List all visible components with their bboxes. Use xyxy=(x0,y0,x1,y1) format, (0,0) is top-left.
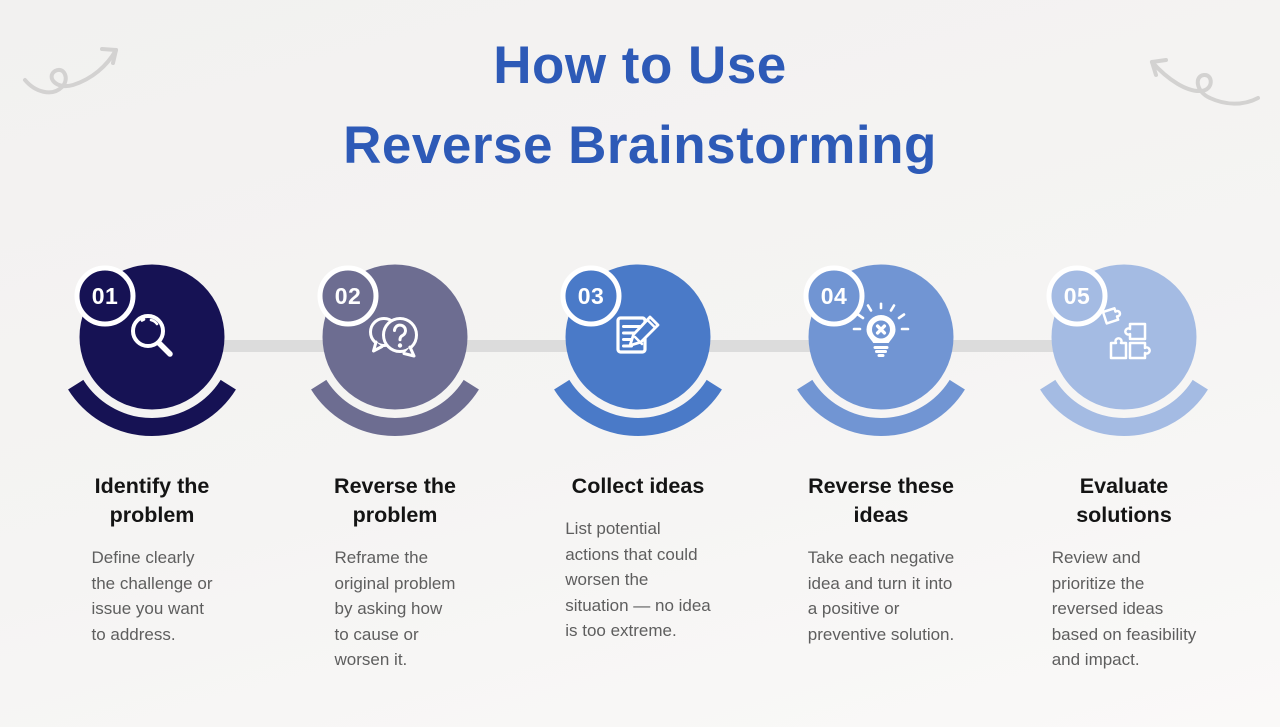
step-description: Take each negative idea and turn it into… xyxy=(807,548,955,644)
step-3-text: Collect ideas List potential actions tha… xyxy=(533,472,743,644)
document-pencil-icon xyxy=(616,315,660,354)
magnifier-icon xyxy=(131,314,173,357)
step-1-number: 01 xyxy=(92,283,119,309)
step-2-graphic: 02 xyxy=(280,250,510,450)
step-1-text: Identify the problem Define clearly the … xyxy=(47,472,257,647)
step-description: Define clearly the challenge or issue yo… xyxy=(91,548,213,644)
step-3-badge xyxy=(560,265,622,327)
doodle-arrow-left-icon xyxy=(23,47,118,95)
step-4-text: Reverse these ideas Take each negative i… xyxy=(776,472,986,647)
step-4-number: 04 xyxy=(821,283,848,309)
step-description: List potential actions that could worsen… xyxy=(565,519,711,640)
step-5-number: 05 xyxy=(1064,283,1091,309)
step-title: Identify the problem xyxy=(94,474,210,527)
step-description: Reframe the original problem by asking h… xyxy=(334,548,456,669)
step-5-badge xyxy=(1046,265,1108,327)
step-2-text: Reverse the problem Reframe the original… xyxy=(290,472,500,673)
step-3-graphic: 03 xyxy=(523,250,753,450)
step-4-arc xyxy=(797,379,965,436)
step-title: Reverse the problem xyxy=(334,474,456,527)
step-4-graphic: 04 xyxy=(766,250,996,450)
step-4-badge xyxy=(803,265,865,327)
step-3-arc xyxy=(554,379,722,436)
page-title: How to Use Reverse Brainstorming xyxy=(343,36,937,175)
speech-question-icon xyxy=(369,317,418,358)
step-description: Review and prioritize the reversed ideas… xyxy=(1051,548,1197,669)
step-2-badge xyxy=(317,265,379,327)
step-5-graphic: 05 xyxy=(1009,250,1239,450)
step-5-text: Evaluate solutions Review and prioritize… xyxy=(1019,472,1229,673)
lightbulb-x-icon xyxy=(852,302,910,357)
step-2-number: 02 xyxy=(335,283,362,309)
step-2-arc xyxy=(311,379,479,436)
puzzle-icon xyxy=(1101,307,1151,360)
step-1-graphic: 01 xyxy=(37,250,267,450)
step-5-arc xyxy=(1040,379,1208,436)
step-title: Reverse these ideas xyxy=(808,474,954,527)
step-title: Evaluate solutions xyxy=(1076,474,1172,527)
step-title: Collect ideas xyxy=(571,474,705,498)
step-1-badge xyxy=(74,265,136,327)
step-3-number: 03 xyxy=(578,283,605,309)
doodle-arrow-right-icon xyxy=(1150,58,1260,106)
step-1-arc xyxy=(68,379,236,436)
